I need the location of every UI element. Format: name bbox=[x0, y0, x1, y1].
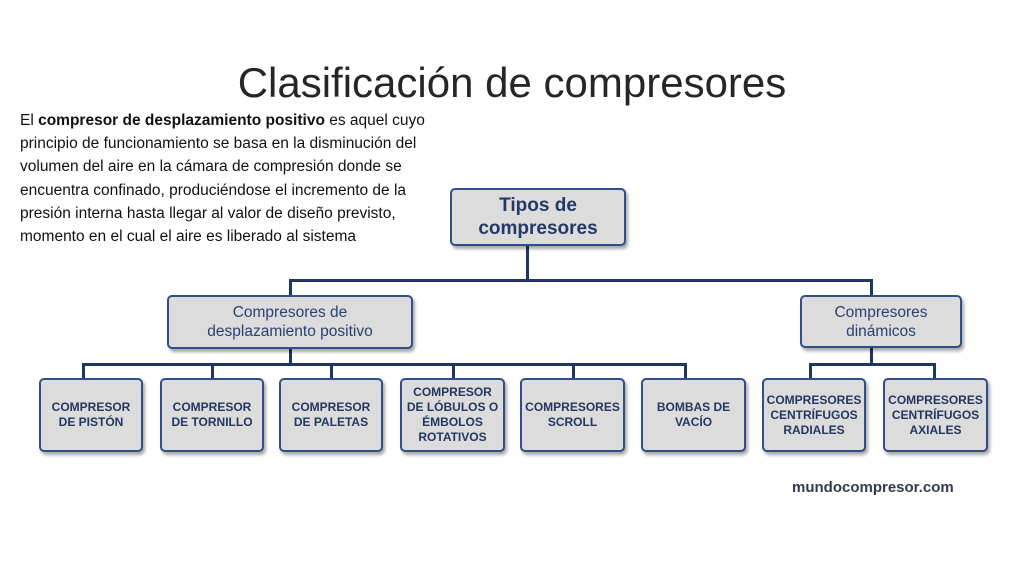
connector-to-dynamic bbox=[870, 279, 873, 296]
connector-dynamic-down bbox=[870, 347, 873, 365]
connector-leaf-vacio bbox=[684, 363, 687, 378]
branch-node-label: Compresores de desplazamiento positivo bbox=[207, 304, 373, 340]
connector-leaf-scroll bbox=[572, 363, 575, 378]
leaf-node-label: COMPRESOR DE PISTÓN bbox=[51, 400, 131, 429]
connector-leaf-lobulos bbox=[452, 363, 455, 378]
root-node-tipos-de-compresores: Tipos de compresores bbox=[450, 188, 626, 246]
slide-description: El compresor de desplazamiento positivo … bbox=[20, 109, 436, 248]
connector-leaf-paletas bbox=[330, 363, 333, 378]
branch-node-dinamicos: Compresores dinámicos bbox=[800, 295, 962, 348]
leaf-node-centrifugos-radiales: COMPRESORES CENTRÍFUGOS RADIALES bbox=[762, 378, 866, 452]
description-intro: El bbox=[20, 112, 39, 129]
root-node-label: Tipos de compresores bbox=[478, 195, 598, 239]
leaf-node-bombas-de-vacio: BOMBAS DE VACÍO bbox=[641, 378, 746, 452]
leaf-node-lobulos: COMPRESOR DE LÓBULOS O ÉMBOLOS ROTATIVOS bbox=[400, 378, 505, 452]
leaf-node-paletas: COMPRESOR DE PALETAS bbox=[279, 378, 383, 452]
leaf-node-label: COMPRESOR DE TORNILLO bbox=[171, 400, 253, 429]
connector-leaf-radiales bbox=[809, 363, 812, 378]
watermark-text: mundocompresor.com bbox=[792, 479, 954, 496]
connector-leaf-piston bbox=[82, 363, 85, 378]
connector-to-positive bbox=[289, 279, 292, 296]
connector-leaf-axiales bbox=[933, 363, 936, 378]
description-body: es aquel cuyo principio de funcionamient… bbox=[20, 112, 425, 246]
connector-root-horizontal bbox=[289, 279, 873, 282]
description-bold-term: compresor de desplazamiento positivo bbox=[38, 112, 325, 129]
leaf-node-label: BOMBAS DE VACÍO bbox=[656, 400, 731, 429]
leaf-node-label: COMPRESORES CENTRÍFUGOS RADIALES bbox=[766, 392, 862, 437]
connector-positive-horizontal bbox=[82, 363, 687, 366]
branch-node-label: Compresores dinámicos bbox=[834, 303, 928, 340]
connector-root-down bbox=[526, 246, 529, 280]
branch-node-desplazamiento-positivo: Compresores de desplazamiento positivo bbox=[167, 295, 413, 349]
connector-positive-down bbox=[289, 348, 292, 365]
leaf-node-scroll: COMPRESORES SCROLL bbox=[520, 378, 625, 452]
leaf-node-tornillo: COMPRESOR DE TORNILLO bbox=[160, 378, 264, 452]
leaf-node-label: COMPRESOR DE LÓBULOS O ÉMBOLOS ROTATIVOS bbox=[406, 385, 499, 444]
leaf-node-label: COMPRESORES CENTRÍFUGOS AXIALES bbox=[888, 392, 983, 437]
leaf-node-label: COMPRESORES SCROLL bbox=[525, 400, 620, 429]
leaf-node-piston: COMPRESOR DE PISTÓN bbox=[39, 378, 143, 452]
connector-dynamic-horizontal bbox=[809, 363, 936, 366]
leaf-node-label: COMPRESOR DE PALETAS bbox=[291, 400, 371, 429]
connector-leaf-tornillo bbox=[211, 363, 214, 378]
slide-title: Clasificación de compresores bbox=[237, 59, 787, 106]
leaf-node-centrifugos-axiales: COMPRESORES CENTRÍFUGOS AXIALES bbox=[883, 378, 988, 452]
